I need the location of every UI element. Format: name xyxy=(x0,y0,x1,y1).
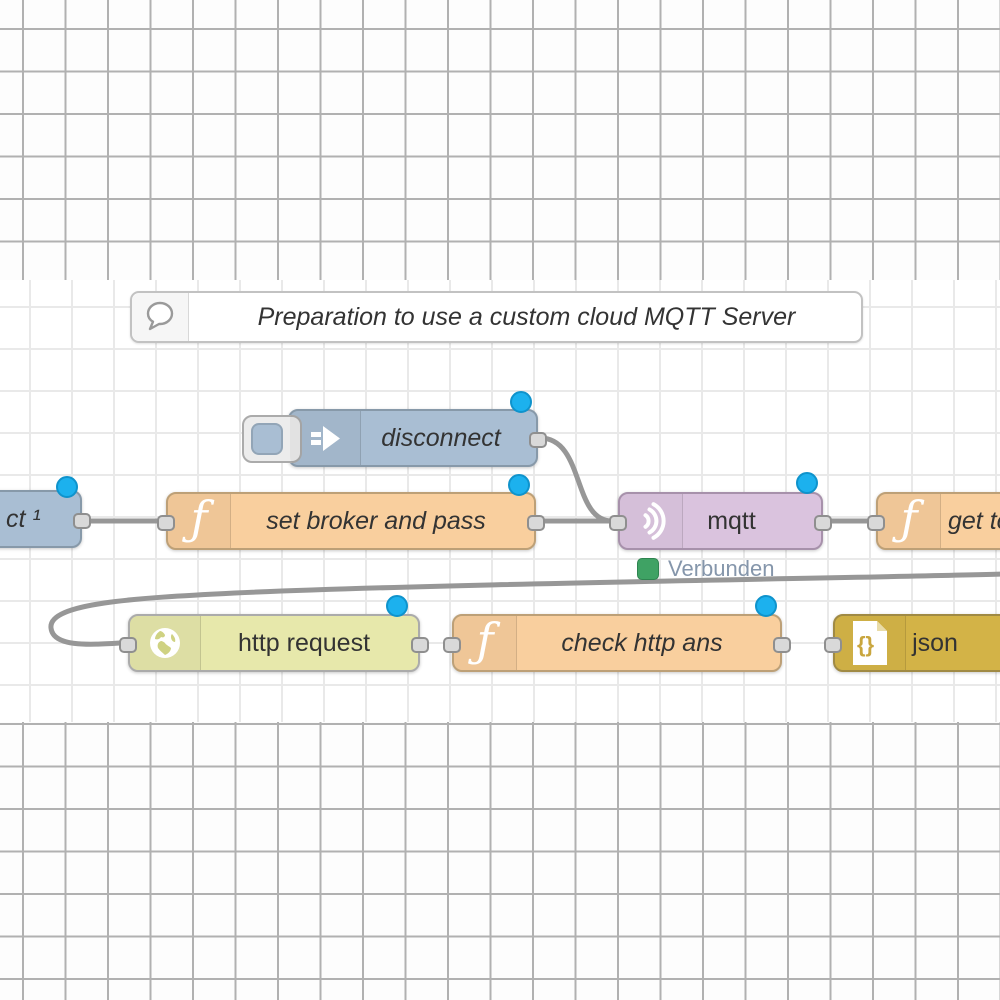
node-function-set-broker[interactable]: ƒ set broker and pass xyxy=(157,492,545,550)
function-icon: ƒ xyxy=(168,494,231,548)
input-port[interactable] xyxy=(443,637,461,653)
node-inject-disconnect[interactable]: disconnect xyxy=(242,409,547,467)
function-icon: ƒ xyxy=(454,616,517,670)
input-port[interactable] xyxy=(609,515,627,531)
globe-icon xyxy=(130,616,201,670)
changed-dot xyxy=(755,595,777,617)
output-port[interactable] xyxy=(73,513,91,529)
node-label: http request xyxy=(237,628,371,657)
output-port[interactable] xyxy=(411,637,429,653)
changed-dot xyxy=(56,476,78,498)
changed-dot xyxy=(796,472,818,494)
inject-trigger-button[interactable] xyxy=(242,415,302,463)
node-label: ct ¹ xyxy=(6,504,41,533)
node-inject-ct1[interactable]: ct ¹ xyxy=(0,490,91,548)
function-f-glyph: ƒ xyxy=(476,613,494,667)
node-label: mqtt xyxy=(707,506,756,535)
input-port[interactable] xyxy=(867,515,885,531)
changed-dot xyxy=(510,391,532,413)
node-http-request[interactable]: http request xyxy=(119,614,429,672)
status-text: Verbunden xyxy=(668,556,775,581)
inject-arrow-icon xyxy=(290,411,361,465)
node-function-get-token[interactable]: ƒ get to xyxy=(867,492,1000,550)
mqtt-broadcast-icon xyxy=(620,494,683,548)
output-port[interactable] xyxy=(773,637,791,653)
node-label: get to xyxy=(948,506,1000,535)
inject-trigger-button-inner xyxy=(251,423,283,455)
output-port[interactable] xyxy=(529,432,547,448)
grid-background-bottom xyxy=(0,722,1000,1000)
comment-bubble-icon xyxy=(132,293,189,341)
input-port[interactable] xyxy=(119,637,137,653)
input-port[interactable] xyxy=(157,515,175,531)
output-port[interactable] xyxy=(527,515,545,531)
node-mqtt[interactable]: mqtt xyxy=(609,492,832,550)
changed-dot xyxy=(386,595,408,617)
function-f-glyph: ƒ xyxy=(900,491,918,545)
node-function-check-http-ans[interactable]: ƒ check http ans xyxy=(443,614,791,672)
output-port[interactable] xyxy=(814,515,832,531)
node-json[interactable]: {} json xyxy=(824,614,1000,672)
comment-label: Preparation to use a custom cloud MQTT S… xyxy=(257,302,796,331)
mqtt-status: Verbunden xyxy=(637,556,774,582)
node-comment[interactable]: Preparation to use a custom cloud MQTT S… xyxy=(130,291,863,343)
input-port[interactable] xyxy=(824,637,842,653)
node-label: set broker and pass xyxy=(266,506,486,535)
svg-text:{}: {} xyxy=(857,632,875,657)
function-icon: ƒ xyxy=(878,494,941,548)
status-connected-icon xyxy=(637,558,659,580)
node-label: json xyxy=(912,628,958,657)
grid-background-top xyxy=(0,0,1000,280)
node-label: check http ans xyxy=(561,628,723,657)
changed-dot xyxy=(508,474,530,496)
function-f-glyph: ƒ xyxy=(190,491,208,545)
node-label: disconnect xyxy=(381,423,501,452)
